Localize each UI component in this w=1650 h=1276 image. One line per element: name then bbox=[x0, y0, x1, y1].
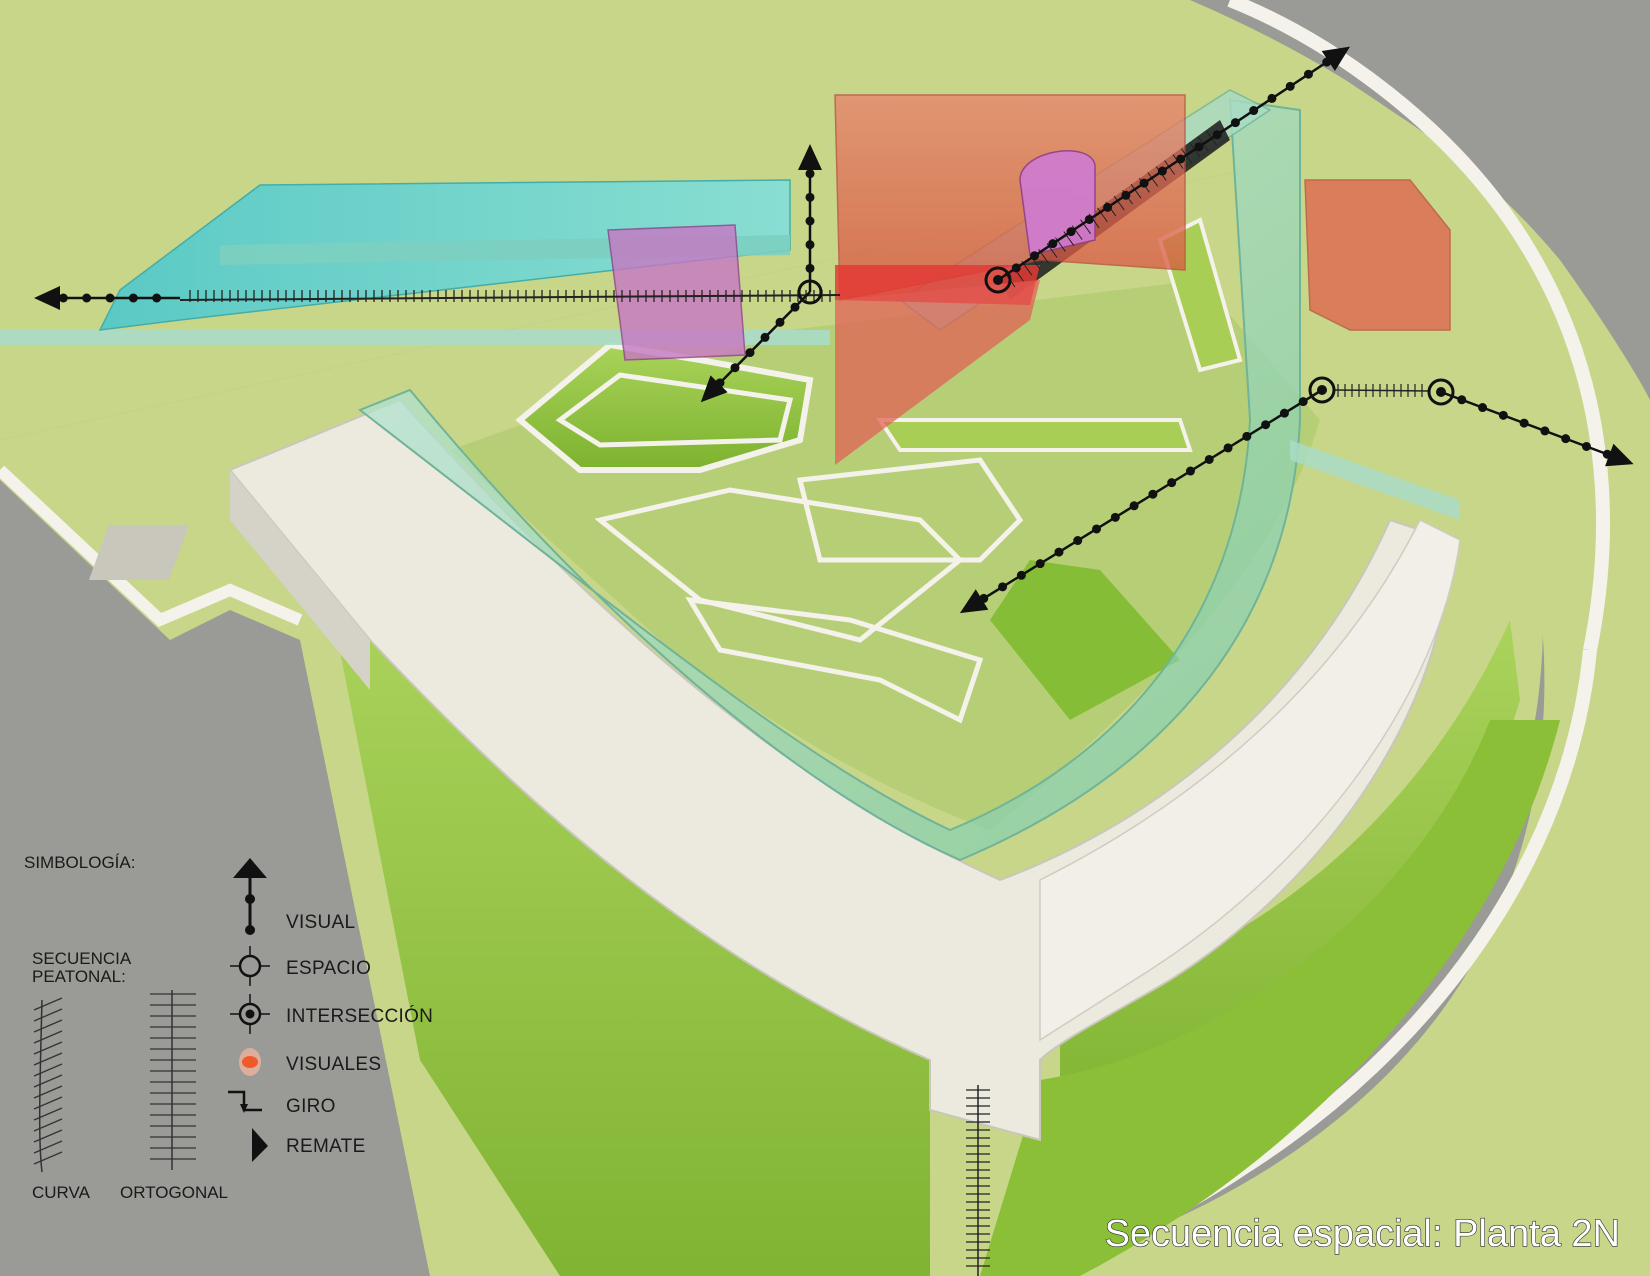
visual-axis-west bbox=[34, 286, 180, 310]
remate-arrow-icon bbox=[252, 1128, 268, 1162]
garden-ramp-left bbox=[330, 600, 930, 1276]
node-interseccion-3 bbox=[1427, 378, 1455, 406]
visuales-eye-icon bbox=[239, 1048, 261, 1076]
giro-turn-icon bbox=[228, 1090, 262, 1113]
visual-axis-northeast bbox=[997, 46, 1351, 282]
sequence-tick-diagonal bbox=[1113, 195, 1125, 211]
garden-bed-center bbox=[990, 560, 1180, 720]
curva-tick bbox=[33, 997, 63, 1011]
visual-axis-north bbox=[798, 144, 822, 292]
legend-type-curva: CURVA bbox=[32, 1183, 91, 1202]
interseccion-node-icon bbox=[230, 994, 270, 1034]
legend-label-espacio: ESPACIO bbox=[286, 958, 371, 979]
legend-label-visual: VISUAL bbox=[286, 912, 355, 933]
slab-skylight bbox=[88, 525, 189, 580]
slab-edge-left bbox=[230, 470, 370, 690]
legend-type-ortogonal: ORTOGONAL bbox=[120, 1183, 228, 1202]
block-red-right bbox=[1304, 179, 1451, 331]
node-interseccion-1 bbox=[984, 266, 1012, 294]
legend-label-visuales: VISUALES bbox=[286, 1054, 381, 1075]
ortogonal-sequence-sample bbox=[150, 990, 196, 1170]
curva-tick bbox=[33, 1074, 63, 1088]
sequence-tick-diagonal bbox=[1096, 207, 1108, 223]
curva-tick bbox=[33, 1096, 63, 1110]
slab-building-right bbox=[1039, 518, 1461, 1042]
node-espacio-1 bbox=[797, 279, 823, 305]
raised-planter-1 bbox=[876, 418, 1193, 452]
garden-ramp-right bbox=[1060, 620, 1520, 1130]
curva-tick bbox=[33, 1140, 63, 1154]
legend-label-remate: REMATE bbox=[286, 1136, 366, 1157]
curva-tick bbox=[33, 1019, 63, 1033]
visual-axis-east bbox=[1440, 390, 1634, 467]
road-top-right bbox=[1210, 0, 1650, 390]
garden-outer-right bbox=[980, 720, 1560, 1276]
legend-label-giro: GIRO bbox=[286, 1096, 336, 1117]
garden-terrace-lines-2 bbox=[685, 596, 984, 724]
curva-sequence-sample bbox=[33, 997, 63, 1173]
glass-walkway-right bbox=[1290, 440, 1460, 520]
visual-axes bbox=[34, 46, 1634, 614]
curva-tick bbox=[33, 1030, 63, 1044]
espacio-node-icon bbox=[230, 946, 270, 986]
visual-axis-court bbox=[959, 388, 1323, 614]
sequence-tick-diagonal bbox=[1147, 172, 1159, 187]
road-left bbox=[0, 480, 430, 1276]
visual-arrow-icon bbox=[233, 858, 267, 935]
curva-tick bbox=[33, 1085, 63, 1099]
ortho-sequence-ticks-bottom bbox=[966, 1085, 990, 1276]
curva-tick bbox=[33, 1008, 63, 1022]
block-magenta bbox=[607, 224, 746, 361]
stepped-garden-inner bbox=[555, 372, 794, 448]
garden-terrace-lines-3 bbox=[796, 457, 1024, 563]
curva-tick bbox=[33, 1118, 63, 1132]
ortho-sequence-ticks bbox=[189, 290, 831, 302]
sequence-axis-right bbox=[1333, 389, 1429, 392]
legend-sequence-title-2: PEATONAL: bbox=[32, 967, 126, 986]
block-red-wedge bbox=[835, 280, 1040, 465]
node-interseccion-2 bbox=[1308, 376, 1336, 404]
curva-tick bbox=[33, 1129, 63, 1143]
sequence-tick-diagonal bbox=[1130, 183, 1142, 199]
glass-canopy bbox=[357, 98, 1301, 862]
legend-label-interseccion: INTERSECCIÓN bbox=[286, 1005, 433, 1027]
legend-title: SIMBOLOGÍA: bbox=[24, 853, 135, 872]
curva-tick bbox=[33, 1041, 63, 1055]
sequence-tick-diagonal bbox=[1071, 225, 1083, 240]
diagram-caption: Secuencia espacial: Planta 2N bbox=[1105, 1213, 1620, 1255]
curva-tick bbox=[33, 1063, 63, 1077]
curva-tick bbox=[33, 1107, 63, 1121]
visual-axis-southwest bbox=[700, 291, 811, 403]
curb-left bbox=[0, 465, 303, 628]
curva-tick bbox=[33, 1052, 63, 1066]
sequence-tick-diagonal bbox=[1080, 219, 1092, 235]
curva-tick bbox=[33, 1151, 63, 1165]
legend: SIMBOLOGÍA: VISUAL ESPACIO INTERSEC bbox=[24, 853, 433, 1202]
legend-sequence-title-1: SECUENCIA bbox=[32, 949, 132, 968]
